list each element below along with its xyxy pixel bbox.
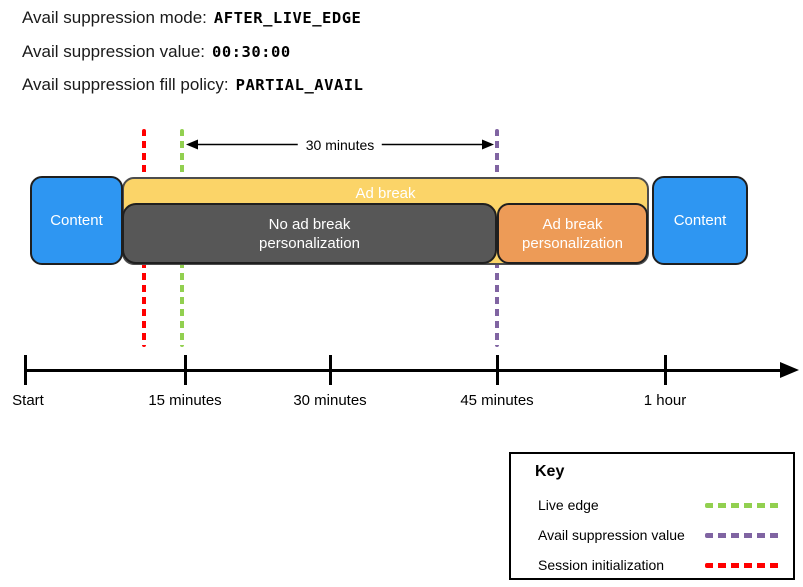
key-item-session-initialization: Session initialization [538, 556, 781, 574]
timeline-tick-45min [496, 355, 499, 385]
avail-suppression-mode-value: AFTER_LIVE_EDGE [213, 9, 362, 27]
timeline-label-15min: 15 minutes [148, 392, 222, 409]
timeline-label-start: Start [12, 392, 44, 409]
duration-annotation: 30 minutes [186, 136, 494, 153]
avail-suppression-value-value: 00:30:00 [212, 43, 291, 61]
key-label-avail-suppression-value: Avail suppression value [538, 527, 685, 543]
session-initialization-swatch-icon [705, 562, 781, 568]
key-title: Key [535, 463, 565, 480]
avail-suppression-value-line: Avail suppression value: 00:30:00 [22, 42, 291, 62]
no-ad-break-personalization-block: No ad break personalization [122, 203, 497, 264]
key-label-session-initialization: Session initialization [538, 557, 665, 573]
timeline-tick-30min [329, 355, 332, 385]
no-ad-break-personalization-label: No ad break personalization [259, 215, 360, 252]
avail-suppression-value-swatch-icon [705, 532, 781, 538]
timeline-tick-start [24, 355, 27, 385]
timeline-tick-1hour [664, 355, 667, 385]
avail-suppression-mode-label: Avail suppression mode: [22, 8, 207, 27]
content-left-label: Content [50, 212, 103, 229]
content-block-left: Content [30, 176, 123, 265]
content-right-label: Content [673, 212, 727, 229]
key-item-live-edge: Live edge [538, 496, 781, 514]
timeline-label-1hour: 1 hour [643, 392, 687, 409]
avail-suppression-value-label: Avail suppression value: [22, 42, 206, 61]
key-label-live-edge: Live edge [538, 497, 599, 513]
timeline-label-30min: 30 minutes [293, 392, 367, 409]
ad-break-label: Ad break [355, 185, 416, 202]
avail-suppression-mode-line: Avail suppression mode: AFTER_LIVE_EDGE [22, 8, 361, 28]
avail-suppression-fill-policy-value: PARTIAL_AVAIL [235, 76, 364, 94]
timeline-axis [25, 369, 782, 372]
key-item-avail-suppression-value: Avail suppression value [538, 526, 781, 544]
ad-break-personalization-label: Ad break personalization [522, 215, 623, 252]
duration-label: 30 minutes [297, 136, 383, 153]
live-edge-swatch-icon [705, 502, 781, 508]
ad-break-personalization-block: Ad break personalization [497, 203, 648, 264]
timeline-arrowhead-icon [780, 362, 799, 378]
avail-suppression-fill-policy-label: Avail suppression fill policy: [22, 75, 229, 94]
timeline-label-45min: 45 minutes [460, 392, 534, 409]
content-block-right: Content [652, 176, 748, 265]
timeline-tick-15min [184, 355, 187, 385]
avail-suppression-fill-policy-line: Avail suppression fill policy: PARTIAL_AV… [22, 75, 363, 95]
key-box: Key Live edge Avail suppression value Se… [509, 452, 795, 580]
